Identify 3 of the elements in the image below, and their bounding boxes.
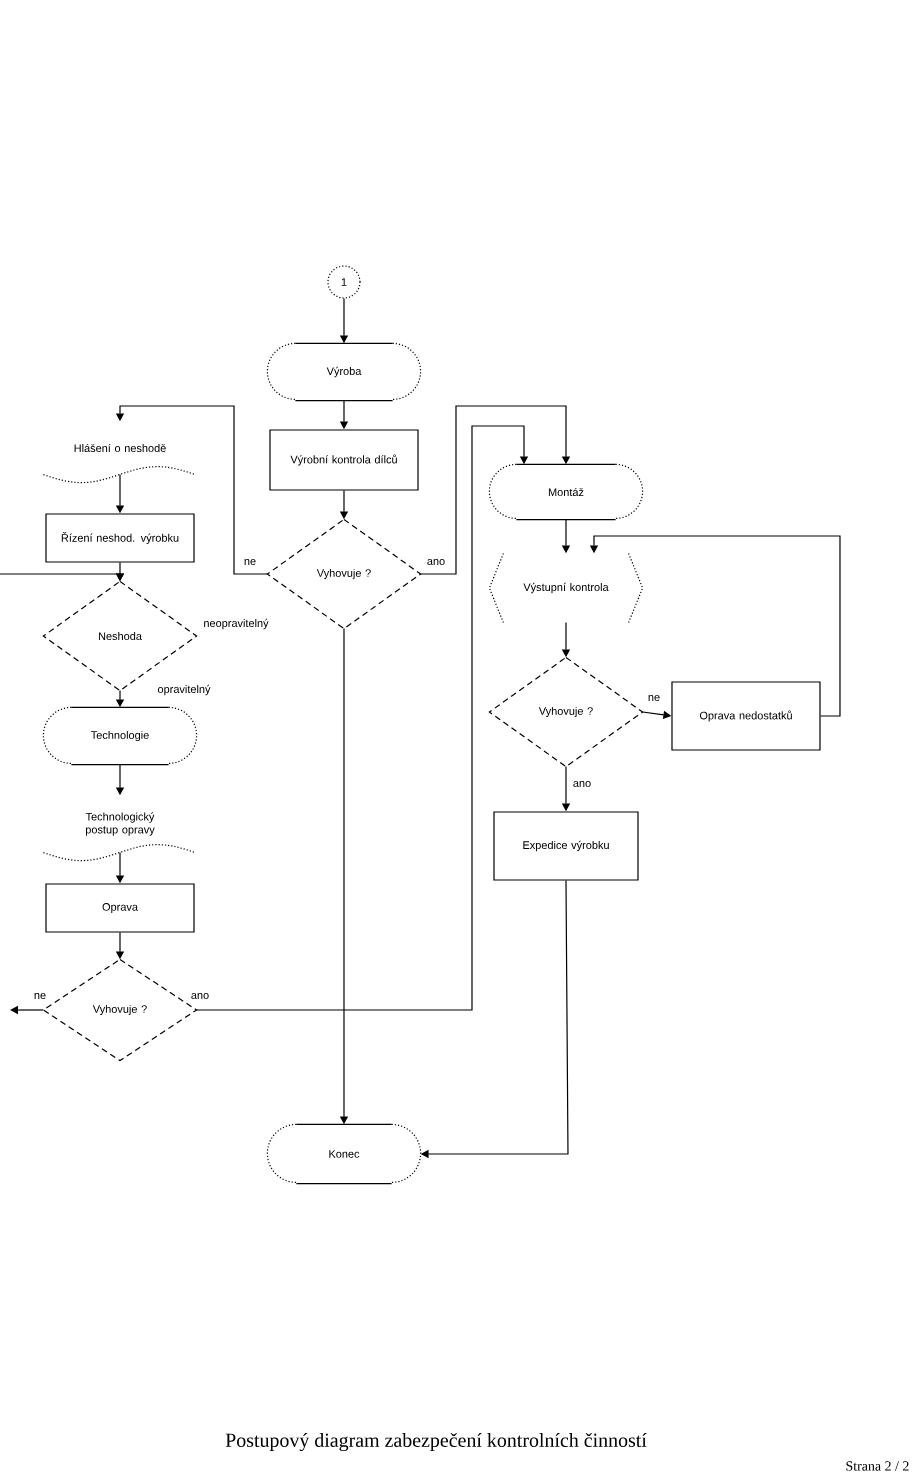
title: Postupový diagram zabezpečení kontrolních činností [225,1432,647,1452]
arrow [420,405,571,575]
arrow [196,425,529,1011]
